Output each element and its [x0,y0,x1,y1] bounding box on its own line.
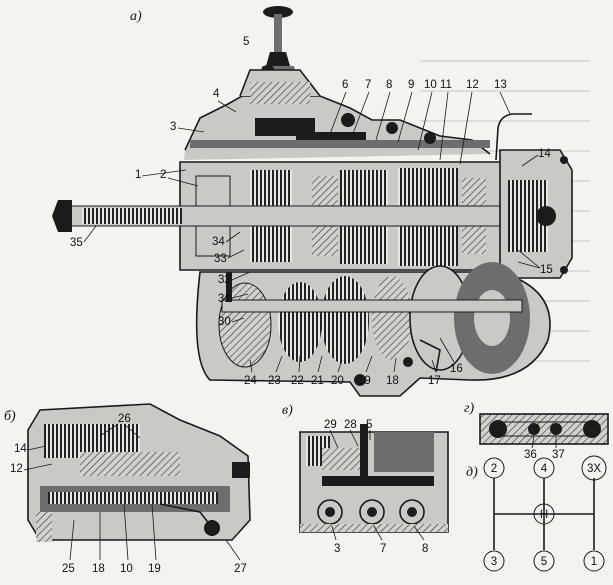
panel-a-callouts: 5 4 3 1 2 6 7 8 9 10 11 12 13 14 [70,36,553,387]
callout-32: 32 [218,274,231,286]
callout-2: 2 [160,169,166,181]
callout-b-19: 19 [148,563,161,575]
gear-position-4 [533,457,555,479]
callout-1: 1 [135,169,141,181]
callout-4: 4 [213,88,220,100]
gear-position-reverse-label: 3Х [587,463,601,475]
callout-b-25: 25 [62,563,75,575]
callout-g-36: 36 [524,449,537,461]
callout-b-27: 27 [234,563,247,575]
callout-34: 34 [212,236,225,248]
panel-v-label: в) [282,403,293,418]
callout-b-12: 12 [10,463,23,475]
callout-20: 20 [331,375,344,387]
callout-v-28: 28 [344,419,357,431]
callout-22: 22 [291,375,304,387]
callout-b-26: 26 [118,413,131,425]
callout-10: 10 [424,79,437,91]
callout-12: 12 [466,79,479,91]
gear-position-reverse [581,455,607,481]
gear-position-neutral-label: Н [540,509,548,521]
panel-d-label: д) [466,465,478,480]
shift-housing-cover [184,69,491,160]
panel-a-label: а) [130,9,142,24]
gear-position-5 [533,550,555,572]
output-flange [499,149,573,279]
callout-b-14: 14 [14,443,27,455]
panel-b-label: б) [4,409,16,424]
main-shaft-housing [52,161,557,271]
callout-11: 11 [440,79,452,91]
callout-24: 24 [244,375,257,387]
countershaft-housing [195,262,551,397]
gear-position-4-label: 4 [541,463,548,475]
callout-14: 14 [538,148,551,160]
callout-35: 35 [70,237,83,249]
callout-v-5: 5 [366,419,372,431]
callout-31: 31 [218,293,231,305]
callout-21: 21 [311,375,324,387]
callout-13: 13 [494,79,507,91]
callout-g-37: 37 [552,449,565,461]
panel-d-shift-pattern: д) 2 4 3Х Н 3 5 1 [466,455,607,572]
callout-v-29: 29 [324,419,337,431]
gear-position-3 [483,550,505,572]
callout-16: 16 [450,363,463,375]
callout-b-18: 18 [92,563,105,575]
callout-b-10: 10 [120,563,133,575]
panel-g-label: г) [464,401,474,416]
callout-9: 9 [408,79,414,91]
gear-position-1 [583,550,605,572]
callout-18: 18 [386,375,399,387]
callout-23: 23 [268,375,281,387]
callout-6: 6 [342,79,348,91]
panel-a-main-cutaway: а) [52,6,573,397]
callout-15: 15 [540,264,553,276]
breather-tube [495,113,532,161]
callout-7: 7 [365,79,371,91]
gear-position-2-label: 2 [491,463,497,475]
panel-v-detent-section: в) 29 28 5 3 7 8 [282,403,449,555]
gear-position-1-label: 1 [591,556,597,568]
callout-3: 3 [170,121,176,133]
gear-position-5-label: 5 [541,556,547,568]
callout-19: 19 [358,375,371,387]
callout-33: 33 [214,253,227,265]
callout-30: 30 [218,316,231,328]
panel-g-lock-detail: г) 36 37 [464,401,609,461]
callout-5: 5 [243,36,249,48]
callout-v-3: 3 [334,543,340,555]
callout-v-8: 8 [422,543,428,555]
callout-v-7: 7 [380,543,386,555]
callout-17: 17 [428,375,441,387]
gear-position-3-label: 3 [491,556,497,568]
panel-b-cross-section: б) 26 14 12 25 18 10 19 27 [4,403,251,575]
gear-position-neutral [533,503,555,525]
callout-8: 8 [386,79,392,91]
gear-position-2 [483,457,505,479]
